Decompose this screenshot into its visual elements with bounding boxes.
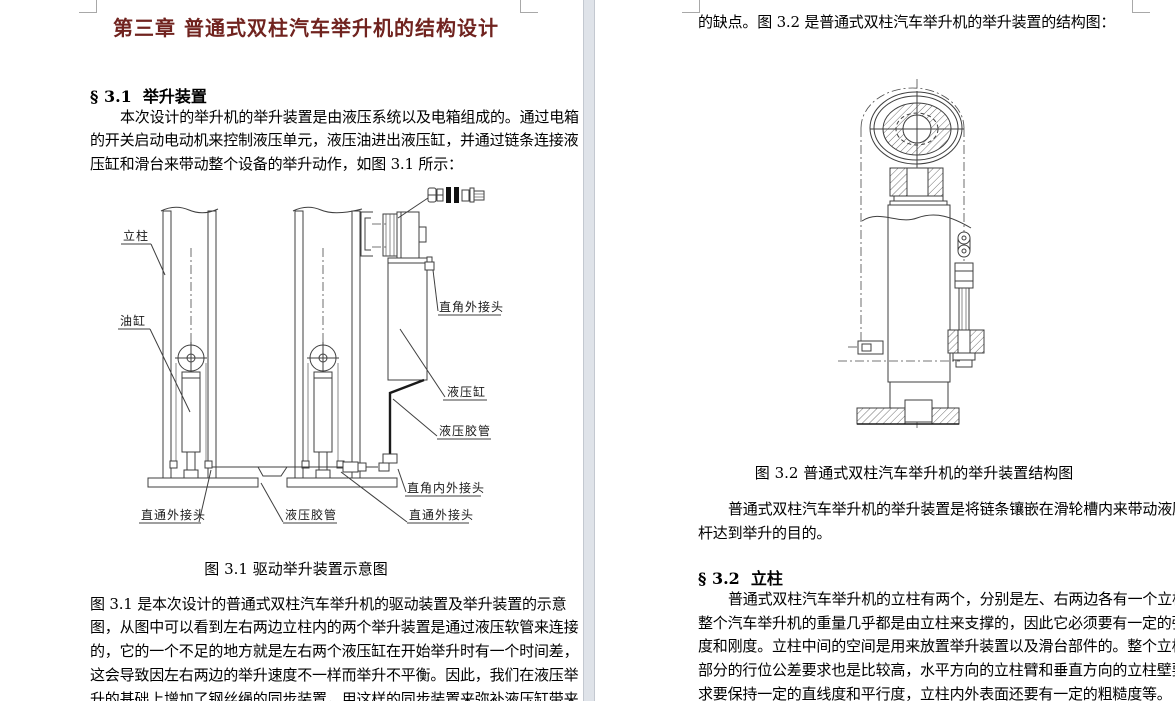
paragraph-line[interactable]: 普通式双柱汽车举升机的立柱有两个，分别是左、右两边各有一个立柱。 xyxy=(728,590,1175,608)
page-gap xyxy=(583,0,595,701)
paragraph-line[interactable]: 部分的行位公差要求也是比较高，水平方向的立柱臂和垂直方向的立柱壁要 xyxy=(698,661,1175,679)
paragraph-line[interactable]: 图 3.1 是本次设计的普通式双柱汽车举升机的驱动装置及举升装置的示意 xyxy=(90,595,567,613)
left-page[interactable] xyxy=(0,0,583,701)
paragraph-line[interactable]: 度和刚度。立柱中间的空间是用来放置举升装置以及滑台部件的。整个立柱 xyxy=(698,637,1175,655)
paragraph-line[interactable]: 杆达到举升的目的。 xyxy=(698,524,832,542)
paragraph-line[interactable]: 的开关启动电动机来控制液压单元，液压油进出液压缸，并通过链条连接液 xyxy=(90,131,579,149)
paragraph-line[interactable]: 普通式双柱汽车举升机的举升装置是将链条镶嵌在滑轮槽内来带动液压 xyxy=(728,500,1175,518)
paragraph-line[interactable]: 整个汽车举升机的重量几乎都是由立柱来支撑的，因此它必须要有一定的强 xyxy=(698,614,1175,632)
figure-3-2-diagram[interactable] xyxy=(800,75,1050,435)
paragraph-line[interactable]: 本次设计的举升机的举升装置是由液压系统以及电箱组成的。通过电箱 xyxy=(120,108,579,126)
figure1-label-yeyajiaoguan-right: 液压胶管 xyxy=(439,423,491,438)
figure1-label-yeyajiaoguan-bottom: 液压胶管 xyxy=(285,507,337,522)
figure1-label-zhijiao-neiwai: 直角内外接头 xyxy=(407,480,485,495)
figure1-label-yougang: 油缸 xyxy=(120,313,146,328)
paragraph-line[interactable]: 的，它的一个不足的地方就是左右两个液压缸在开始举升时有一个时间差， xyxy=(90,642,579,660)
figure1-label-yeyagang: 液压缸 xyxy=(447,384,486,399)
paragraph-line[interactable]: 压缸和滑台来带动整个设备的举升动作，如图 3.1 所示： xyxy=(90,155,463,173)
figure1-label-zhijiao-wai: 直角外接头 xyxy=(439,299,504,314)
figure-3-1-diagram[interactable]: 立柱 油缸 直角外接头 液压缸 液压胶管 直角内外接头 直通外接头 液压胶管 直… xyxy=(95,178,535,540)
figure-3-1-caption[interactable]: 图 3.1 驱动举升装置示意图 xyxy=(204,560,388,578)
paragraph-line[interactable]: 升的基础上增加了钢丝绳的同步装置，用这样的同步装置来弥补液压缸带来 xyxy=(90,690,579,701)
figure1-label-zhitong-wai-right: 直通外接头 xyxy=(409,507,474,522)
text-boundary-mark xyxy=(1132,0,1150,13)
paragraph-line[interactable]: 的缺点。图 3.2 是普通式双柱汽车举升机的举升装置的结构图： xyxy=(698,13,1116,31)
paragraph-line[interactable]: 这会导致因左右两边的举升速度不一样而举升不平衡。因此，我们在液压举 xyxy=(90,666,579,684)
text-boundary-mark xyxy=(520,0,538,13)
section-heading-3-2[interactable]: § 3.2 立柱 xyxy=(698,569,783,588)
figure-3-2-caption[interactable]: 图 3.2 普通式双柱汽车举升机的举升装置结构图 xyxy=(754,464,1074,482)
right-page[interactable] xyxy=(595,0,1175,701)
text-boundary-mark xyxy=(79,0,97,13)
text-boundary-mark xyxy=(682,0,700,13)
section-heading-3-1[interactable]: § 3.1 举升装置 xyxy=(90,87,207,106)
figure1-label-lizhu: 立柱 xyxy=(123,228,149,243)
paragraph-line[interactable]: 图，从图中可以看到左右两边立柱内的两个举升装置是通过液压软管来连接 xyxy=(90,618,579,636)
chapter-title[interactable]: 第三章 普通式双柱汽车举升机的结构设计 xyxy=(113,16,499,40)
figure1-label-zhitong-wai-left: 直通外接头 xyxy=(141,507,206,522)
paragraph-line[interactable]: 求要保持一定的直线度和平行度，立柱内外表面还要有一定的粗糙度等。 xyxy=(698,685,1172,701)
